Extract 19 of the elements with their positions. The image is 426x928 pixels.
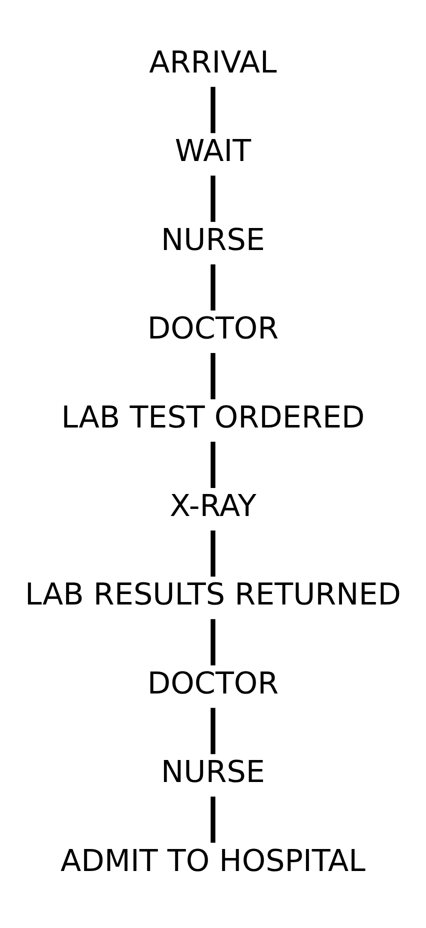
connector	[210, 618, 216, 665]
connector	[210, 707, 216, 754]
connector	[210, 352, 216, 399]
node-text: NURSE	[161, 754, 265, 790]
node-text: X-RAY	[170, 488, 256, 524]
connector	[210, 530, 216, 576]
connector	[210, 175, 216, 222]
node-text: ADMIT TO HOSPITAL	[60, 843, 366, 878]
node-text: DOCTOR	[147, 311, 279, 346]
connector	[210, 796, 216, 842]
node-text: DOCTOR	[147, 666, 279, 701]
connector	[210, 264, 216, 310]
connector	[210, 441, 216, 488]
node-text: LAB RESULTS RETURNED	[24, 577, 402, 612]
node-text: NURSE	[161, 222, 265, 258]
node-text: WAIT	[174, 134, 252, 169]
connector	[210, 86, 216, 133]
node-text: ARRIVAL	[149, 44, 277, 80]
node-text: LAB TEST ORDERED	[61, 400, 365, 435]
